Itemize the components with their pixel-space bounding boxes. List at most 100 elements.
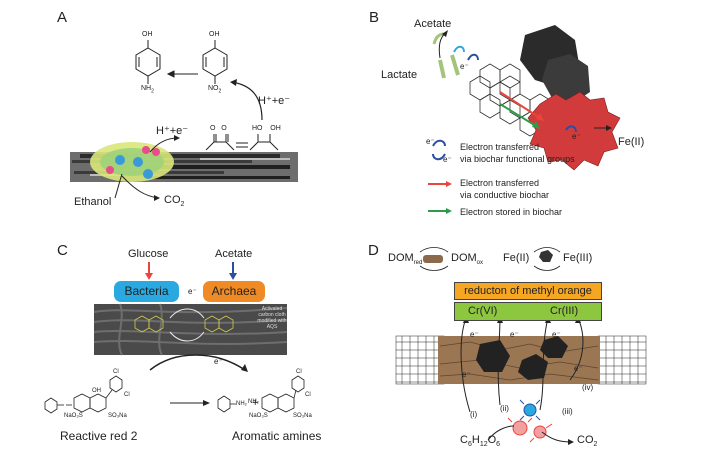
cr6-label: Cr(VI) [468, 305, 498, 317]
protein-2 [133, 157, 143, 167]
acetate-label-b: Acetate [414, 18, 452, 30]
transfer-arrows-b [499, 91, 544, 129]
e-label-b1: e⁻ [460, 62, 469, 71]
cl-label-4: Cl [305, 392, 311, 398]
co2-arrow-d [541, 431, 573, 443]
naso3-label-2: NaO₃S [249, 413, 268, 419]
c-index: 6 [467, 441, 472, 449]
graphene-sheet-b [469, 63, 551, 137]
dom-red-sub: red [413, 260, 423, 267]
arrow-ethanol [114, 173, 123, 199]
arrow-iv [569, 317, 584, 381]
quinone-structure [205, 134, 235, 151]
e-label-b2: e⁻ [572, 132, 581, 141]
h-plus-e-right: H⁺+e⁻ [258, 95, 291, 107]
arrow-ii [497, 317, 501, 406]
fe-swatch [539, 250, 553, 262]
glucose-formula-d: C6H12O6 [460, 434, 500, 448]
legend-item-3: Electron stored in biochar [460, 206, 562, 218]
legend-item-1: Electron transferred via biochar functio… [460, 141, 575, 165]
equilibrium-arrows [236, 142, 248, 148]
legend-e-top: e⁻ [426, 137, 435, 146]
legend-e-bottom: e⁻ [443, 155, 452, 164]
so3na-label-2: SO₃Na [293, 413, 312, 419]
no-text: NO [208, 85, 219, 92]
dom-ox-sub: ox [476, 260, 484, 267]
fe3-mineral [527, 91, 621, 171]
cycle-arrow-bottom [169, 331, 205, 342]
electron-arc-c [149, 354, 246, 371]
legend-symbol-blue [432, 139, 446, 161]
o-index: 6 [496, 441, 501, 449]
diol-label: HO OH [252, 125, 281, 132]
roman-ii: (ii) [500, 404, 509, 413]
blue-e-arrow-1 [467, 53, 479, 61]
methyl-orange-box: reducton of methyl orange [454, 282, 602, 300]
carbon-nanotube-left [395, 335, 445, 385]
microbe-blue [519, 399, 541, 421]
plus-sign: + [252, 397, 259, 409]
h-plus-e-left: H⁺+e⁻ [156, 125, 189, 137]
legend-1-line1: Electron transferred [460, 142, 540, 152]
aniline-structure [217, 395, 236, 413]
archaea-box: Archaea [203, 281, 265, 302]
aromatic-amines-label: Aromatic amines [232, 429, 322, 443]
nitrophenol-oh: OH [209, 31, 220, 38]
nitrophenol-no2: NO2 [208, 85, 221, 94]
roman-iii: (iii) [562, 407, 573, 416]
amine-product-structure [261, 375, 305, 413]
aqs-structure [134, 315, 234, 333]
black-particle-3 [540, 336, 568, 358]
panel-a-letter: A [57, 9, 68, 26]
reactive-red-structure [44, 375, 123, 414]
aminophenol-structure [135, 40, 161, 84]
dom-red-text: DOM [388, 252, 414, 264]
cl-label-1: Cl [113, 369, 119, 375]
lactate-label: Lactate [381, 69, 418, 81]
protein-5 [106, 166, 114, 174]
aminophenol-nh2: NH2 [141, 85, 154, 94]
dom-swatch [423, 255, 443, 263]
c-text: C [460, 434, 468, 446]
h-index: 12 [479, 441, 488, 449]
co2-label-a: CO2 [164, 194, 184, 208]
reduction-arrow-a [166, 70, 198, 78]
blue-e-arrow-2 [453, 45, 465, 53]
nh-text: NH [141, 85, 152, 92]
legend-3-line1: Electron stored in biochar [460, 207, 563, 217]
cycle-arrow-top [169, 308, 205, 319]
nh2-product: NH₂ [248, 399, 259, 405]
nitrophenol-structure [202, 40, 228, 84]
roman-iv: (iv) [582, 383, 594, 392]
blue-e-arrow-3 [565, 125, 577, 133]
co-text: CO [164, 194, 181, 206]
nanotubes-b [432, 30, 460, 79]
microbe-red [507, 417, 553, 443]
e-label-d1: e⁻ [470, 330, 479, 339]
co-text-d: CO [577, 434, 594, 446]
glucose-arrow-d [487, 425, 515, 441]
legend-2-line1: Electron transferred [460, 178, 540, 188]
cr3-label: Cr(III) [550, 305, 579, 317]
nh-index: 2 [151, 88, 154, 95]
fe2-label-d: Fe(II) [503, 252, 530, 264]
ethanol-label: Ethanol [74, 196, 112, 208]
naso3-label-1: NaO₃S [64, 413, 83, 419]
black-particle-2 [518, 354, 548, 380]
black-particle-1 [476, 340, 510, 372]
e-label-d3: e⁻ [552, 330, 561, 339]
cl-label-3: Cl [296, 369, 302, 375]
bacteria-box: Bacteria [114, 281, 179, 302]
co-index: 2 [180, 201, 185, 209]
protein-1 [115, 155, 125, 165]
carbon-cloth-caption: Activated carbon cloth modified with AQS [257, 306, 287, 330]
protein-4 [142, 146, 150, 154]
oh-label-c: OH [92, 388, 101, 394]
reactive-red-label: Reactive red 2 [60, 429, 138, 443]
legend-2-line2: via conductive biochar [460, 190, 550, 200]
co-index-d: 2 [593, 441, 598, 449]
arrow-iii [539, 317, 549, 411]
panel-b-letter: B [369, 9, 380, 26]
fe2-label-b: Fe(II) [618, 136, 645, 148]
